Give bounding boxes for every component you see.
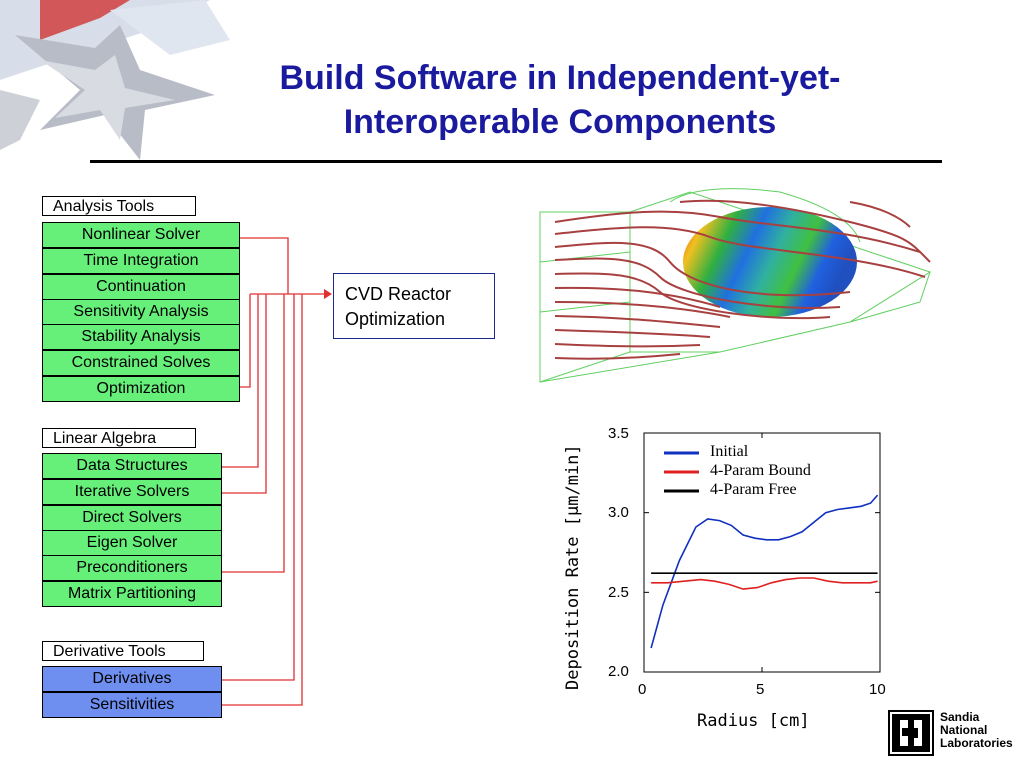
chart-ytick-3.5: 3.5 xyxy=(608,425,629,442)
star-flag-decoration xyxy=(0,0,230,160)
box-derivatives: Derivatives xyxy=(42,666,222,692)
chart-xlabel: Radius [cm] xyxy=(697,711,810,731)
connector-data-structures xyxy=(222,294,259,468)
group-label-linear-algebra: Linear Algebra xyxy=(42,428,196,448)
box-matrix-partitioning: Matrix Partitioning xyxy=(42,581,222,607)
box-eigen-solver: Eigen Solver xyxy=(42,530,222,556)
cvd-reactor-visualization xyxy=(539,188,932,383)
box-continuation: Continuation xyxy=(42,274,240,300)
sandia-thunderbird-icon xyxy=(888,710,934,756)
connector-derivatives xyxy=(222,294,295,681)
box-preconditioners: Preconditioners xyxy=(42,555,222,581)
slide-title-line-1: Build Software in Independent-yet- xyxy=(279,59,841,97)
box-time-integration: Time Integration xyxy=(42,248,240,274)
connector-preconditioners xyxy=(222,294,285,573)
box-iterative-solvers: Iterative Solvers xyxy=(42,479,222,505)
chart-ytick-2.5: 2.5 xyxy=(608,584,629,601)
connector-iterative-solvers xyxy=(222,294,267,494)
connector-optimization xyxy=(240,294,251,388)
chart-xtick-5: 5 xyxy=(756,681,765,698)
legend-label-initial: Initial xyxy=(710,443,749,460)
box-constrained-solves: Constrained Solves xyxy=(42,350,240,376)
box-nonlinear-solver: Nonlinear Solver xyxy=(42,222,240,248)
box-sensitivity-analysis: Sensitivity Analysis xyxy=(42,299,240,325)
group-label-derivative-tools: Derivative Tools xyxy=(42,641,204,661)
chart-series-line-0 xyxy=(650,494,879,649)
chart-series-line-1 xyxy=(651,577,878,590)
box-direct-solvers: Direct Solvers xyxy=(42,505,222,531)
box-sensitivities: Sensitivities xyxy=(42,692,222,718)
title-underline xyxy=(90,160,942,163)
chart-xtick-10: 10 xyxy=(869,681,886,698)
cvd-reactor-optimization-box: CVD Reactor Optimization xyxy=(333,273,495,339)
chart-ytick-2.0: 2.0 xyxy=(608,663,629,680)
cvd-box-line-1: CVD Reactor xyxy=(345,284,452,304)
box-stability-analysis: Stability Analysis xyxy=(42,324,240,350)
chart-xtick-0: 0 xyxy=(638,681,647,698)
legend-label-4-param-bound: 4-Param Bound xyxy=(710,462,811,479)
legend-label-4-param-free: 4-Param Free xyxy=(710,481,797,498)
streamlines xyxy=(554,199,931,360)
chart-ylabel: Deposition Rate [μm/min] xyxy=(563,444,583,690)
box-data-structures: Data Structures xyxy=(42,453,222,479)
logo-line-3: Laboratories xyxy=(940,736,1013,750)
connector-nonlinear-solver xyxy=(240,237,289,294)
slide-title: Build Software in Independent-yet- Inter… xyxy=(160,56,960,144)
logo-line-2: National xyxy=(940,723,988,737)
sandia-logo-text: Sandia National Laboratories xyxy=(940,711,1013,750)
chart-ytick-3.0: 3.0 xyxy=(608,504,629,521)
cvd-box-line-2: Optimization xyxy=(345,309,446,329)
logo-line-1: Sandia xyxy=(940,710,980,724)
connector-sensitivities xyxy=(222,294,303,706)
connector-arrowhead xyxy=(324,289,332,299)
group-label-analysis-tools: Analysis Tools xyxy=(42,196,196,216)
box-optimization: Optimization xyxy=(42,376,240,402)
slide-title-line-2: Interoperable Components xyxy=(343,103,777,141)
